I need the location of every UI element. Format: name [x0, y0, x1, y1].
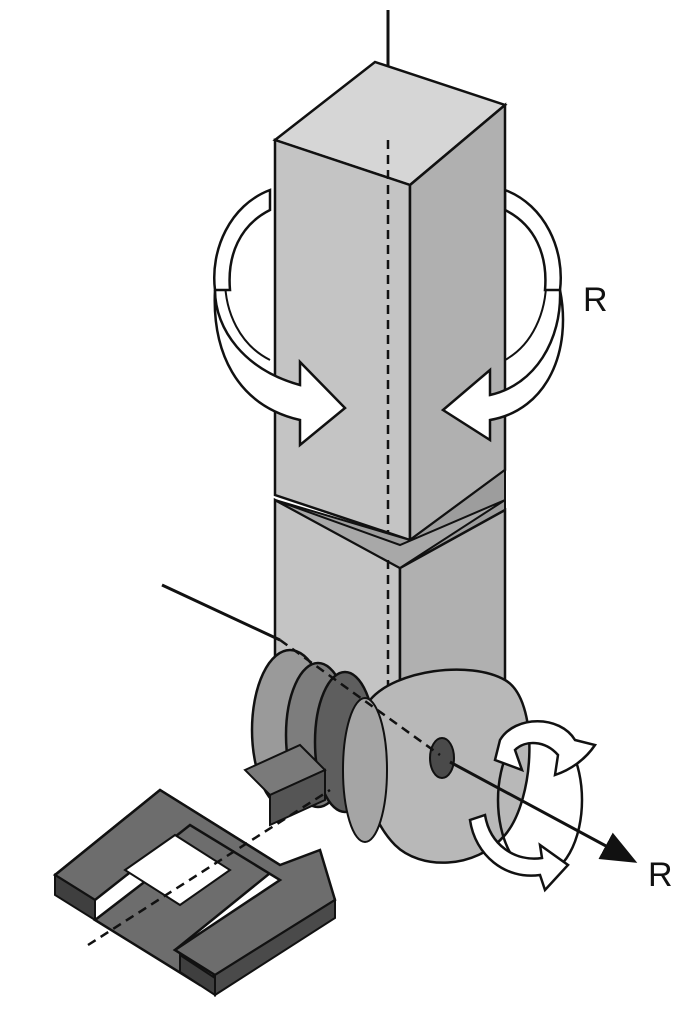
top-rotation-arrow-right	[440, 289, 565, 443]
hinge-hub	[429, 737, 455, 779]
top-arrow-band-left	[213, 188, 272, 292]
fork-front-side	[214, 898, 336, 997]
horizontal-axis-arrow	[449, 760, 638, 863]
horizontal-axis-outer	[161, 583, 281, 642]
top-arrow-band-right	[503, 188, 562, 292]
hinge-disc-rim	[342, 697, 388, 843]
top-rotation-label: R	[583, 281, 608, 319]
fork-hidden-line	[87, 788, 331, 947]
bottom-rotation-label: R	[648, 856, 673, 894]
joint-wedge	[274, 499, 506, 570]
fork-shaft-side	[269, 768, 326, 827]
upper-column-front-face	[273, 138, 412, 542]
fork-inner-slot	[123, 833, 232, 907]
top-rotation-arrow-left	[213, 289, 347, 448]
horizontal-axis-hidden	[279, 638, 441, 757]
bottom-rotation-arrow-upper	[493, 720, 598, 777]
fork-prong-left-side	[54, 873, 96, 922]
bottom-rotation-arrow-lower	[468, 813, 570, 893]
